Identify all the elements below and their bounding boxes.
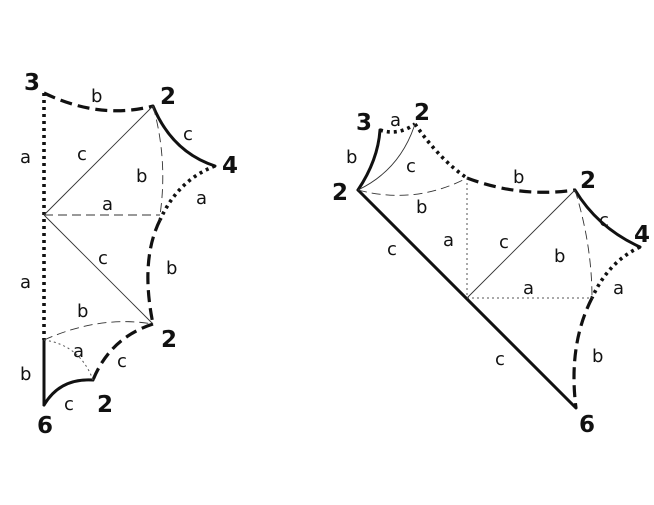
right-edge-top-arc-b: b <box>513 167 524 188</box>
left-edge-right-inner-b: b <box>166 258 177 279</box>
right-vertex-2-right: 2 <box>580 168 596 194</box>
left-figure-right-dashed-edge <box>146 219 162 325</box>
left-figure-diagonal-lower <box>43 214 154 325</box>
right-vertex-3: 3 <box>356 110 372 136</box>
left-interior-lower-arc-b: b <box>77 301 88 322</box>
left-figure-right-dotted-edge <box>158 164 216 221</box>
left-interior-vertical-b: b <box>136 166 147 187</box>
right-figure-vertical-arc <box>574 189 593 299</box>
left-figure-top-edge <box>43 91 154 113</box>
left-figure-diagonal-upper <box>43 105 154 216</box>
right-figure-right-dotted-edge <box>590 245 641 299</box>
right-edge-right-lower-b: b <box>592 346 603 367</box>
right-figure-left-short-edge <box>356 128 382 192</box>
right-vertex-4: 4 <box>634 222 650 248</box>
right-figure: 3 2 2 2 4 6 a b b c a b c c c b a c b a <box>332 100 650 438</box>
left-figure-small-arc <box>43 339 94 381</box>
left-figure-bottom-edge <box>42 378 95 407</box>
left-edge-left-upper-a: a <box>20 147 31 168</box>
left-edge-top-b: b <box>91 86 102 107</box>
left-edge-lower-arc-c: c <box>117 351 127 372</box>
right-edge-lower-diag-c: c <box>495 349 505 370</box>
right-figure-upper-right-edge <box>573 188 642 249</box>
left-figure-lower-arc <box>43 321 154 341</box>
left-figure-vertical-arc <box>152 105 164 216</box>
right-edge-left-short-b: b <box>346 147 357 168</box>
left-interior-diag-lower-c: c <box>98 248 108 269</box>
left-vertex-2-top: 2 <box>160 84 176 110</box>
right-figure-left-arc <box>357 177 468 196</box>
left-figure-upper-right-edge <box>151 104 217 168</box>
right-vertex-2-left: 2 <box>332 180 348 206</box>
right-figure-top-dashed-edge <box>466 176 576 194</box>
left-edge-left-lower-a: a <box>20 272 31 293</box>
left-figure: 3 2 4 2 2 6 b c a b a a b c c c b a c b … <box>20 70 238 439</box>
left-vertex-3: 3 <box>24 70 40 96</box>
right-interior-horizontal-a: a <box>523 278 534 299</box>
right-figure-top-arc <box>357 123 416 191</box>
left-interior-small-arc-a: a <box>73 341 84 362</box>
left-edge-right-outer-a: a <box>196 188 207 209</box>
right-vertex-6: 6 <box>579 412 595 438</box>
right-figure-diagonal <box>466 189 576 299</box>
left-edge-bottom-arc-c: c <box>64 394 74 415</box>
left-vertex-2-mid: 2 <box>161 327 177 353</box>
right-figure-top-dotted-edge <box>413 122 468 180</box>
left-edge-left-bottom-b: b <box>20 364 31 385</box>
left-figure-lower-right-edge <box>91 322 154 381</box>
left-edge-upper-right-c: c <box>183 124 193 145</box>
right-interior-vertical-a: a <box>443 230 454 251</box>
left-interior-diag-upper-c: c <box>77 144 87 165</box>
right-edge-upper-right-c: c <box>599 210 609 231</box>
right-edge-top-small-a: a <box>390 110 401 131</box>
left-interior-horizontal-a: a <box>102 194 113 215</box>
right-figure-right-dashed-edge <box>572 297 594 409</box>
right-interior-diag-c: c <box>499 232 509 253</box>
right-vertex-2-top: 2 <box>414 100 430 126</box>
left-vertex-4: 4 <box>222 153 238 179</box>
right-edge-right-outer-a: a <box>613 278 624 299</box>
right-interior-left-arc-b: b <box>416 197 427 218</box>
left-vertex-6: 6 <box>37 413 53 439</box>
right-interior-top-arc-c: c <box>406 156 416 177</box>
left-vertex-2-bottom: 2 <box>97 392 113 418</box>
right-edge-long-diag-c: c <box>387 239 397 260</box>
right-interior-vertical-arc-b: b <box>554 246 565 267</box>
right-figure-long-diagonal <box>356 188 578 410</box>
